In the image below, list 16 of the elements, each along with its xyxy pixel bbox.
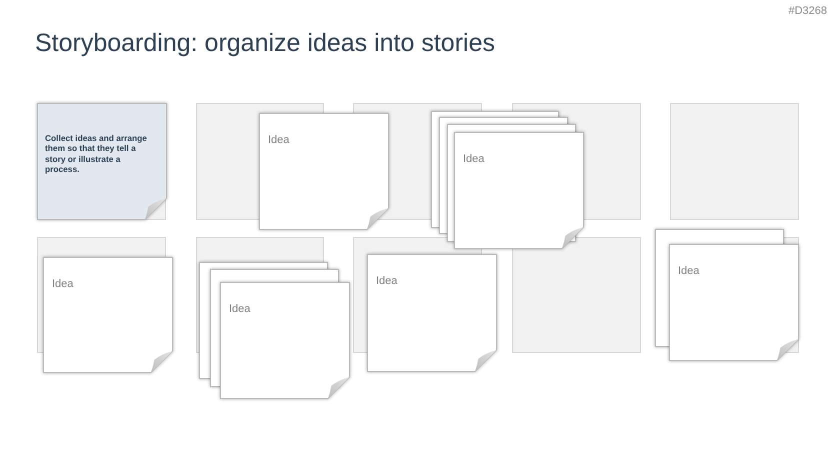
sticky-note <box>367 254 497 372</box>
sticky-note-stack <box>431 111 584 249</box>
slide-code: #D3268 <box>788 5 827 18</box>
note-text: Collect ideas and arrange them so that they tell a story or illustrate a process. <box>45 133 148 175</box>
note-text: Idea <box>229 303 250 316</box>
note-text: Idea <box>268 134 290 147</box>
note-text: Idea <box>678 265 700 278</box>
slide-title: Storyboarding: organize ideas into stories <box>35 28 495 58</box>
sticky-note <box>259 113 389 230</box>
sticky-note <box>37 103 167 220</box>
note-text: Idea <box>376 275 398 288</box>
sticky-note-stack <box>199 262 350 399</box>
note-text: Idea <box>52 278 74 291</box>
note-text: Idea <box>463 153 484 166</box>
sticky-note-stack <box>655 229 799 361</box>
sticky-note <box>43 257 173 373</box>
